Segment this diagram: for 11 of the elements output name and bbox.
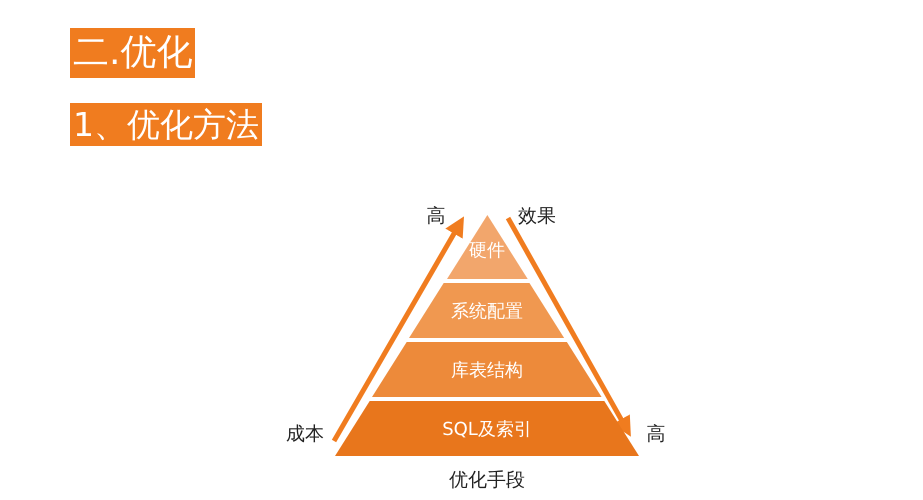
tier-label: SQL及索引 xyxy=(442,418,532,440)
tier-label: 库表结构 xyxy=(450,358,523,382)
tier-label: 系统配置 xyxy=(450,300,523,322)
title-heading: 二.优化 xyxy=(70,28,196,78)
axis-label: 高 xyxy=(426,204,446,229)
axis-label: 成本 xyxy=(286,422,324,447)
axis-label: 高 xyxy=(646,422,666,447)
tier-label: 硬件 xyxy=(468,239,505,262)
pyramid-caption: 优化手段 xyxy=(449,468,525,493)
axis-label: 效果 xyxy=(518,204,556,229)
subtitle-heading: 1、优化方法 xyxy=(70,103,262,146)
